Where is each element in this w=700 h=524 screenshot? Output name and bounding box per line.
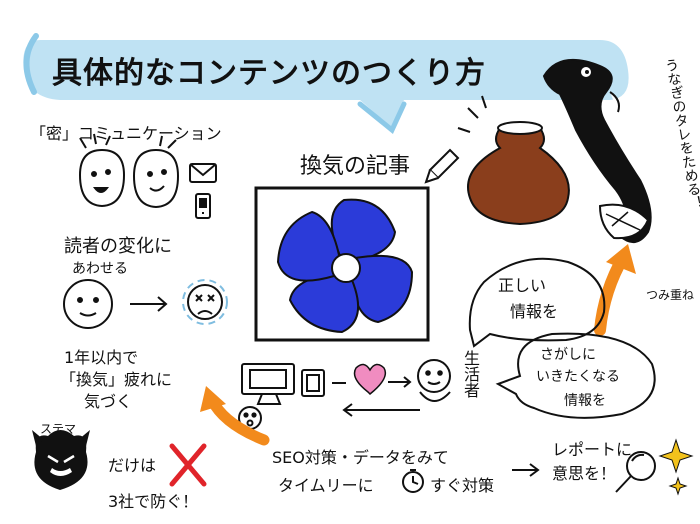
heart-icon: [353, 363, 387, 396]
report-line2: 意思を！: [552, 464, 617, 483]
timer-icon: [402, 469, 424, 493]
sparkle-icon: [668, 476, 688, 496]
ventilation-frame: [254, 186, 430, 342]
consumer-face-icon: [417, 359, 451, 402]
within-year-line1: 1年以内で: [64, 348, 139, 367]
report-line1: レポートに: [552, 440, 633, 459]
seo-line2b: すぐ対策: [430, 476, 495, 495]
face-icon: [78, 133, 126, 208]
arrow-left-icon: [342, 403, 420, 417]
phone-icon: [195, 193, 211, 219]
seek-info-line3: 情報を: [564, 393, 606, 409]
sparkle-icon: [658, 438, 694, 474]
correct-info-line2: 情報を: [510, 302, 559, 321]
devil-face-icon: [32, 430, 90, 490]
surprised-face-icon: [238, 406, 262, 430]
arrow-icon: [130, 296, 168, 312]
seo-line1: SEO対策・データをみて: [272, 448, 449, 467]
within-year-line2: 「換気」疲れに: [60, 370, 173, 389]
face-icon: [63, 279, 113, 329]
stealth-line2: 3社で防ぐ！: [108, 492, 199, 511]
within-year-line3: 気づく: [84, 392, 133, 411]
consumer-label: 生活者: [461, 350, 480, 398]
seek-info-bubble: [495, 332, 656, 419]
smartphone-icon: [301, 369, 325, 397]
accumulate-label: つみ重ね: [646, 288, 695, 302]
title-bubble: [23, 40, 629, 128]
tired-face-icon: [182, 279, 228, 325]
mail-icon: [189, 163, 217, 183]
seo-line2a: タイムリーに: [278, 476, 374, 495]
correct-info-bubble: [468, 257, 606, 348]
stealth-label: ステマ: [40, 422, 77, 436]
eel-icon: [542, 59, 652, 243]
pencil-icon: [424, 148, 460, 184]
reader-change-line1: 読者の変化に: [64, 236, 172, 257]
correct-info-line1: 正しい: [498, 276, 547, 295]
communication-label: 「密」コミュニケーション: [30, 124, 222, 143]
seek-info-line2: いきたくなる: [536, 369, 620, 385]
arrow-right-icon: [388, 376, 412, 388]
page-title: 具体的なコンテンツのつくり方: [52, 56, 486, 91]
arrow-right-icon: [512, 463, 540, 477]
pc-icon: [241, 363, 295, 405]
magnifier-icon: [615, 451, 656, 493]
red-x-icon: [169, 443, 207, 487]
ventilation-article-label: 換気の記事: [300, 154, 411, 179]
stealth-line1: だけは: [108, 456, 157, 475]
orange-arrow: [206, 394, 270, 446]
jar-icon: [457, 95, 570, 226]
seek-info-line1: さがしに: [540, 347, 596, 363]
face-icon: [132, 135, 180, 209]
fan-icon: [276, 198, 414, 334]
reader-change-line2: あわせる: [72, 261, 128, 277]
